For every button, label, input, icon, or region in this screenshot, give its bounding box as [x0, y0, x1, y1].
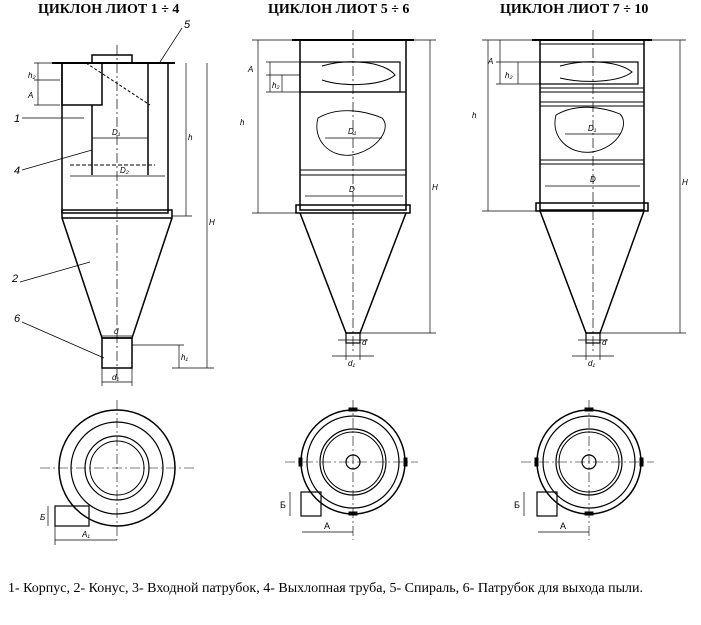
title-liot-7-10: ЦИКЛОН ЛИОТ 7 ÷ 10 [500, 2, 649, 17]
title-liot-5-6: ЦИКЛОН ЛИОТ 5 ÷ 6 [268, 2, 410, 17]
dim-h: h [188, 133, 193, 142]
cyclone-2-top-view [285, 400, 418, 540]
dim-d1-cap: D₁ [112, 128, 121, 137]
dim-b-2: Б [280, 500, 286, 510]
dim-d: d [114, 327, 119, 336]
callout-4: 4 [14, 165, 20, 177]
dim-d1: d₁ [112, 373, 119, 382]
dim-a1: A₁ [81, 530, 90, 539]
dim-a: A [27, 91, 33, 100]
dim-h-2: h [240, 118, 245, 127]
dim-b-1: Б [40, 513, 45, 522]
dim-d1-3: d₁ [588, 359, 595, 368]
dim-a-3: A [487, 57, 493, 66]
dim-d2: D₂ [120, 166, 129, 175]
dim-d-2: d [362, 338, 367, 347]
dim-h1: h₁ [181, 353, 188, 362]
dim-d1-2: d₁ [348, 359, 355, 368]
dim-a-top-3: A [560, 521, 566, 531]
dim-d1-cap-3: D₁ [588, 124, 597, 133]
dim-h2-3: h₂ [505, 71, 513, 80]
legend-caption: 1- Корпус, 2- Конус, 3- Входной патрубок… [8, 581, 643, 596]
dim-a-2: A [247, 65, 253, 74]
cyclone-1-top-view [40, 400, 195, 545]
dim-a-top-2: A [324, 521, 330, 531]
dim-h-total-3: H [682, 178, 688, 187]
dim-d-cap-2: D [349, 185, 355, 194]
dim-h-total-2: H [432, 183, 438, 192]
callout-6: 6 [14, 313, 21, 325]
title-liot-1-4: ЦИКЛОН ЛИОТ 1 ÷ 4 [38, 2, 180, 17]
dim-h-3: h [472, 111, 477, 120]
dim-h2-2: h₂ [272, 81, 280, 90]
cyclone-3-top-view [521, 400, 654, 540]
inlet-pipe [61, 62, 103, 106]
cyclone-2-front-view [252, 30, 436, 360]
dim-d1-cap-2: D₁ [348, 127, 357, 136]
cyclone-1-front-view [19, 27, 214, 386]
dim-d-3: d [602, 338, 607, 347]
dim-b-3: Б [514, 500, 520, 510]
dim-d-cap-3: D [590, 175, 596, 184]
technical-drawing: 1 4 5 2 6 h₂ A D₁ D₂ h H d d₁ h₁ Б A₁ [11, 19, 688, 545]
dim-h2: h₂ [28, 71, 36, 80]
dim-h-total: H [209, 218, 215, 227]
callout-5: 5 [184, 19, 191, 31]
callout-2: 2 [11, 273, 18, 285]
callout-1: 1 [14, 113, 20, 125]
cyclone-3-front-view [482, 30, 686, 360]
